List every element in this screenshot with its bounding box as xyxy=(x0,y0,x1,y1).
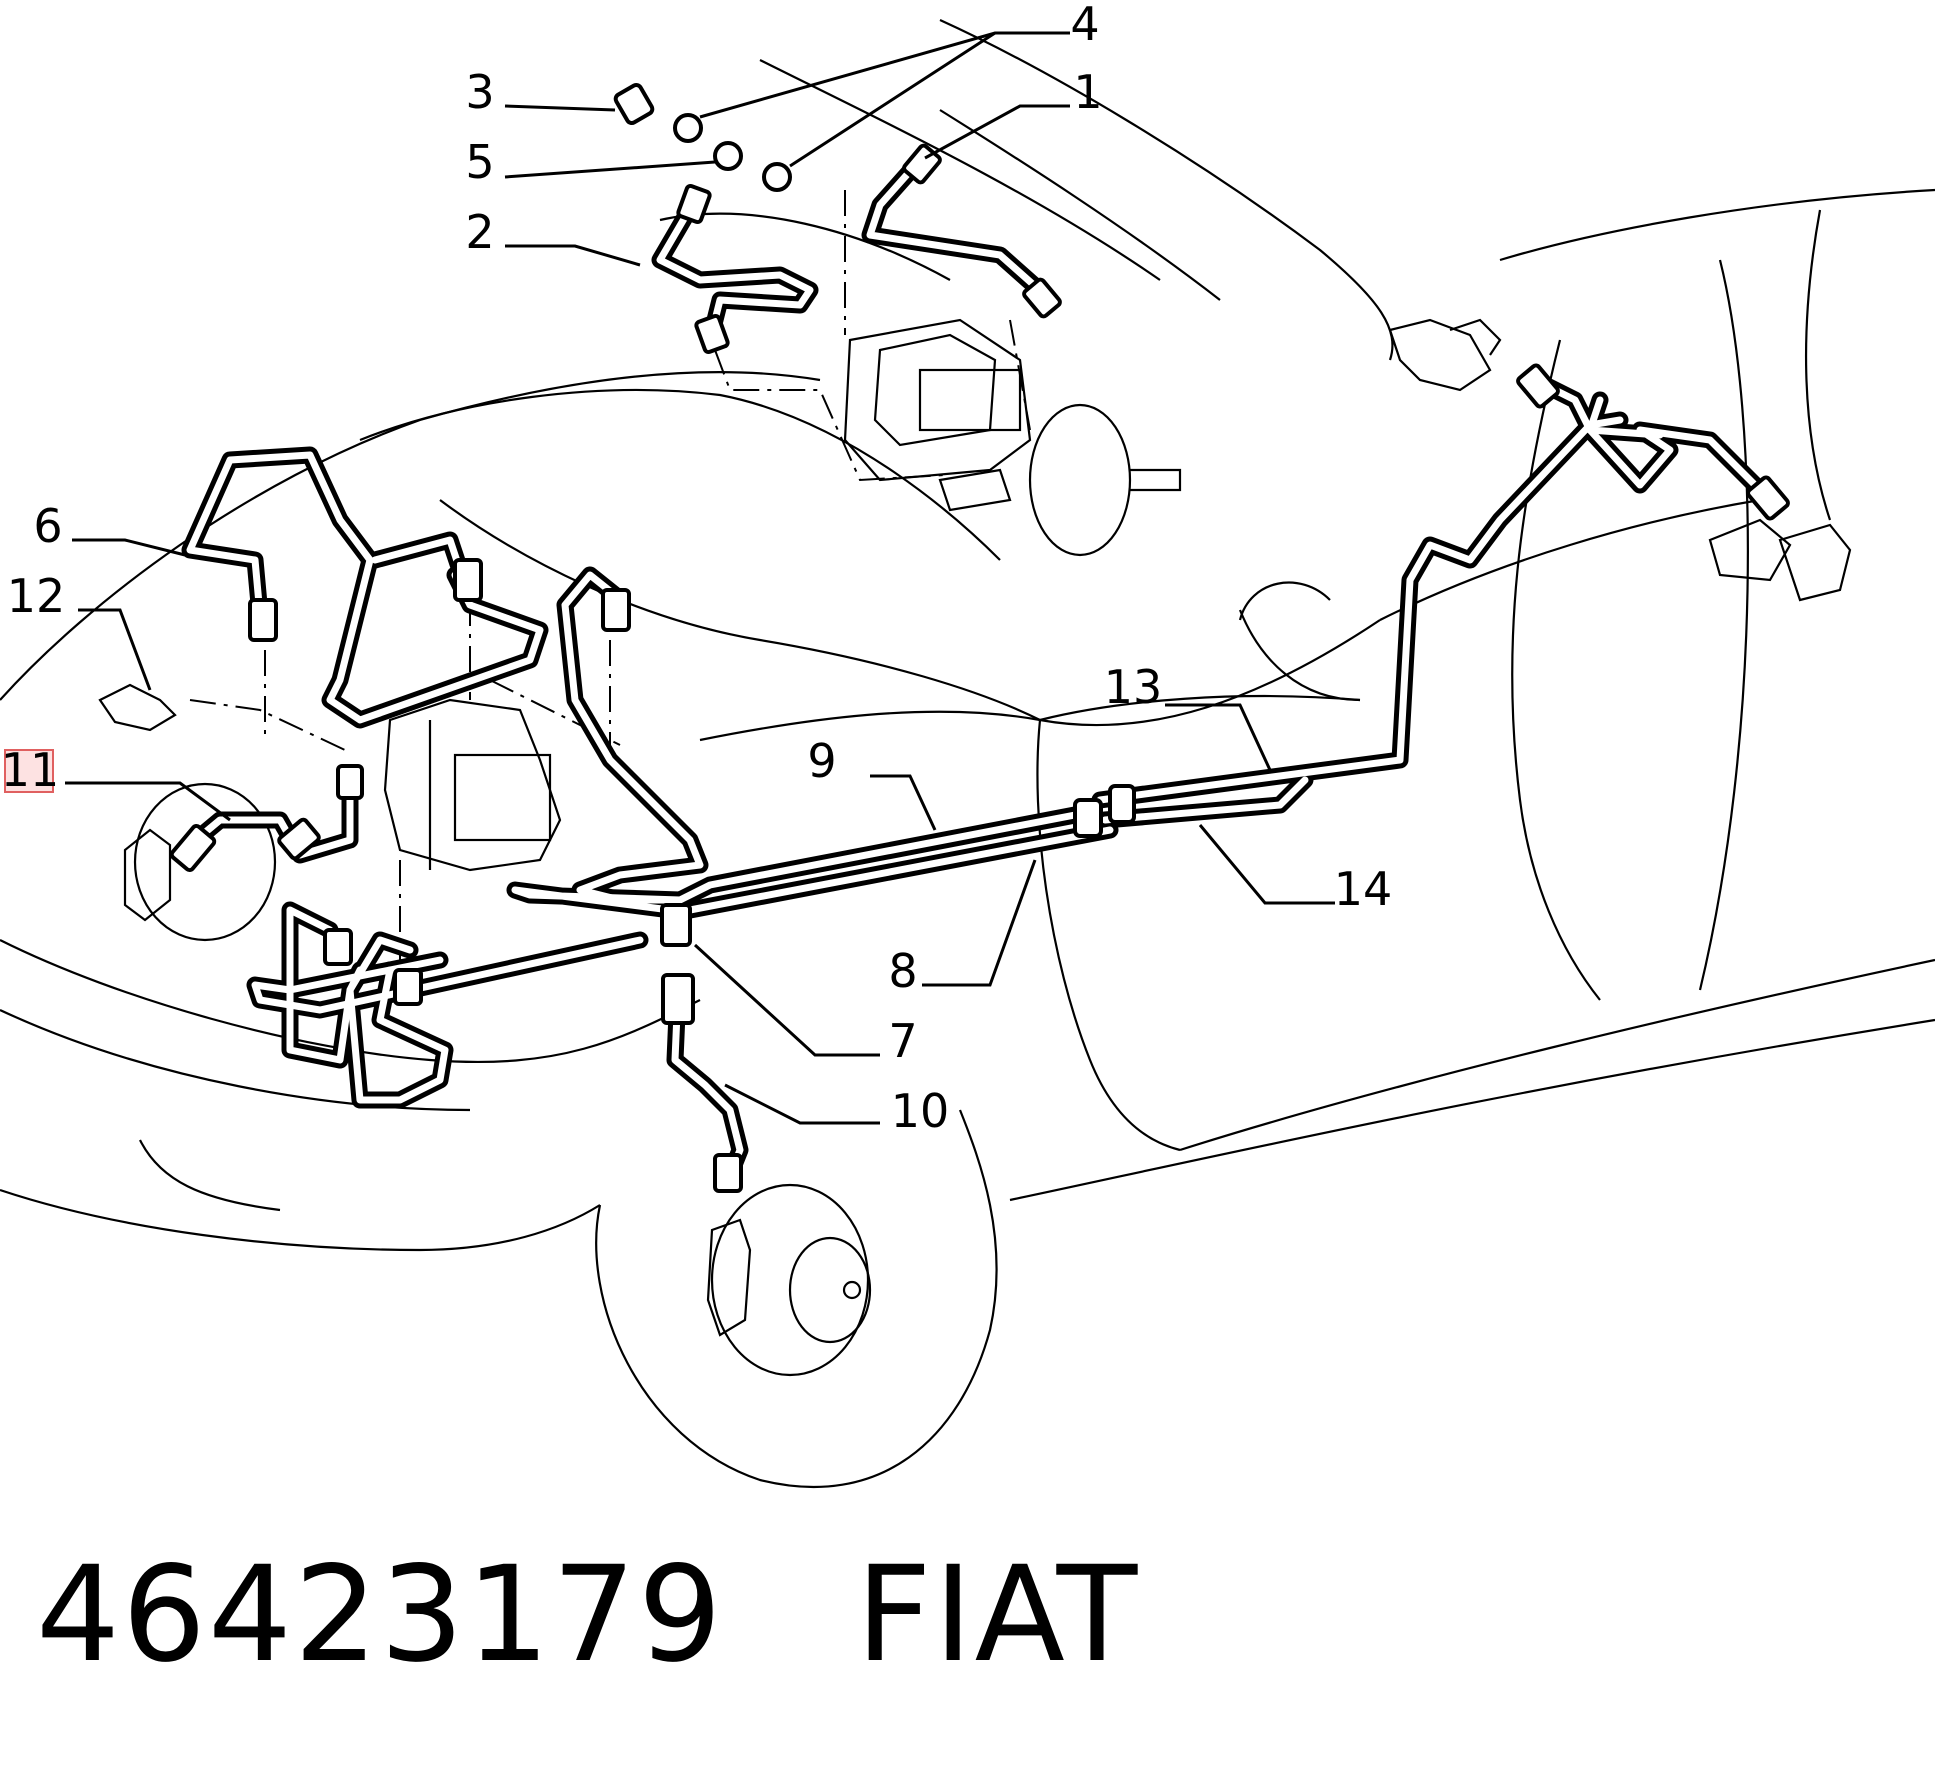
brake-pipe-inner xyxy=(561,571,704,904)
brake-pipe-inner xyxy=(251,936,644,1014)
brake-pipe-inner xyxy=(686,826,1114,914)
pipe-nut-6 xyxy=(248,598,278,642)
master-cylinder-servo xyxy=(843,318,1182,557)
brake-pipe-inner xyxy=(866,156,1049,299)
callout-label: 1 xyxy=(1073,65,1102,119)
pipe-nut-2 xyxy=(676,183,712,225)
bleed-screw-fitting xyxy=(613,82,655,126)
callout-label: 7 xyxy=(888,1014,917,1068)
hose-fitting-10 xyxy=(661,973,695,1025)
hose-fitting-10b xyxy=(713,1153,743,1193)
brake-pipe xyxy=(556,566,709,909)
callout-label: 14 xyxy=(1334,862,1393,916)
fittings xyxy=(98,82,1790,1193)
pipe-nut-7 xyxy=(601,588,631,632)
callout-11-highlight xyxy=(4,749,54,793)
pipe-nut-6b xyxy=(453,558,483,602)
callout-label: 13 xyxy=(1104,660,1163,714)
callout-label: 5 xyxy=(465,135,494,189)
pipe-nut-7b xyxy=(660,903,692,947)
rear-brackets xyxy=(1388,318,1852,602)
union-fitting xyxy=(713,141,743,171)
callout-label: 10 xyxy=(891,1084,950,1138)
washer-fitting-2 xyxy=(762,162,792,192)
callout-label: 9 xyxy=(807,734,836,788)
callout-label: 12 xyxy=(7,569,66,623)
callout-label: 2 xyxy=(465,205,494,259)
pipe-nut-13 xyxy=(1516,363,1560,409)
part-caption: 46423179 FIAT xyxy=(36,1538,1139,1692)
part-number: 46423179 xyxy=(36,1538,724,1692)
callout-label: 4 xyxy=(1070,0,1099,51)
brake-pipe-inner xyxy=(1101,776,1309,824)
brake-pipe-inner xyxy=(1096,416,1624,804)
callout-label: 3 xyxy=(465,65,494,119)
pipe-nut-13b xyxy=(1746,475,1790,521)
callout-label: 8 xyxy=(888,944,917,998)
brake-pipes xyxy=(181,151,1779,1184)
brake-pipe-inner xyxy=(186,451,544,724)
callout-labels: 4 1 3 5 2 6 12 11 9 13 14 8 7 10 xyxy=(1,0,1393,1138)
pipe-nut-16 xyxy=(323,928,353,966)
pipe-nut-17 xyxy=(393,968,423,1006)
clip-12 xyxy=(98,683,177,732)
union-fitting-8 xyxy=(1073,798,1103,838)
washer-fitting xyxy=(673,113,703,143)
union-fitting-14 xyxy=(1108,784,1136,824)
pipe-nut-11 xyxy=(336,764,364,800)
brand-name: FIAT xyxy=(855,1538,1140,1692)
front-brake-disc-right xyxy=(706,1183,872,1377)
leader-lines xyxy=(65,31,1335,1125)
callout-label: 6 xyxy=(33,499,62,553)
abs-hydraulic-unit xyxy=(383,698,562,872)
pipe-nut-1b xyxy=(1022,277,1062,319)
front-brake-disc-left xyxy=(123,782,277,942)
pipe-nut-11b xyxy=(169,823,217,873)
pipe-nut-11c xyxy=(277,817,321,861)
brake-pipe-inner xyxy=(346,936,449,1104)
brake-pipe-inner xyxy=(1541,381,1664,439)
car-body-outline xyxy=(0,18,1935,1489)
brake-pipe-inner xyxy=(656,196,814,344)
brake-pipe-inner xyxy=(511,811,1079,914)
pipe-nut-2b xyxy=(694,313,730,355)
callout-label-highlighted: 11 xyxy=(1,743,60,797)
